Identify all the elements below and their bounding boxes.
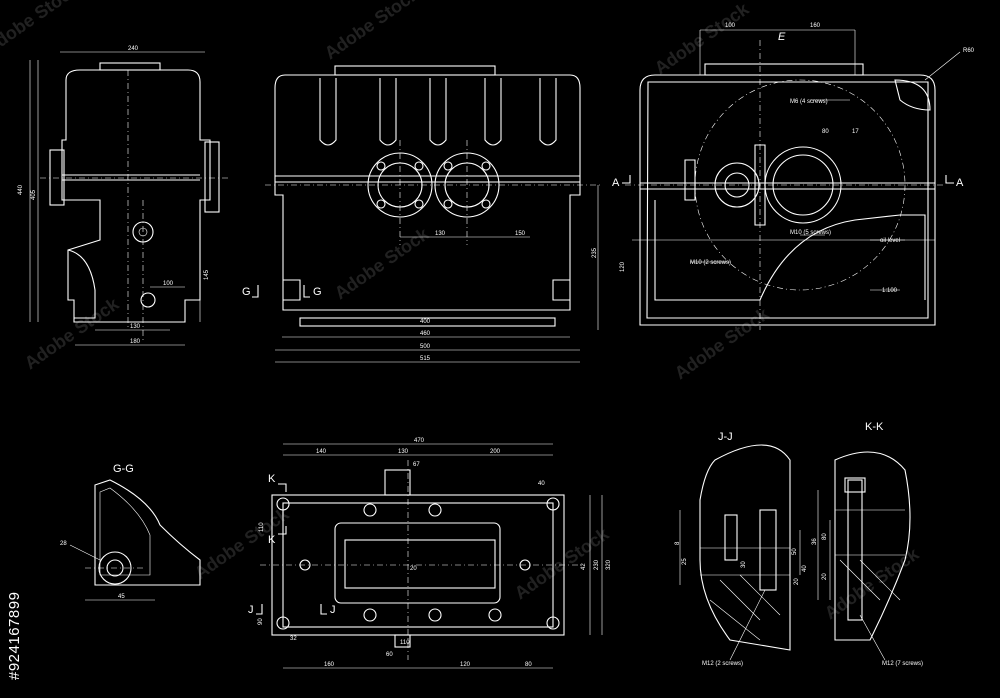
- svg-text:120: 120: [460, 662, 471, 668]
- svg-text:40: 40: [538, 481, 545, 487]
- svg-text:30: 30: [741, 561, 747, 568]
- svg-text:42: 42: [581, 563, 587, 570]
- svg-text:90: 90: [258, 618, 264, 625]
- svg-text:160: 160: [810, 23, 821, 29]
- section-mark-j-right: J: [330, 604, 336, 616]
- svg-text:120: 120: [620, 261, 626, 272]
- svg-text:20: 20: [794, 578, 800, 585]
- svg-text:100: 100: [725, 23, 736, 29]
- section-mark-a-right: A: [956, 177, 964, 189]
- svg-text:Adobe Stock: Adobe Stock: [671, 303, 773, 383]
- svg-text:45: 45: [118, 594, 125, 600]
- section-mark-k-top: K: [268, 473, 276, 485]
- svg-text:Adobe Stock: Adobe Stock: [331, 223, 433, 303]
- svg-text:28: 28: [60, 541, 67, 547]
- section-mark-g-left: G: [242, 286, 251, 298]
- front-view: 130 150 235 400 460 500 515 G G: [242, 65, 600, 363]
- svg-text:140: 140: [316, 449, 327, 455]
- svg-text:515: 515: [420, 356, 431, 362]
- side-dim-width: 240: [128, 46, 139, 52]
- gg-title: G-G: [113, 463, 134, 475]
- svg-text:50: 50: [792, 548, 798, 555]
- svg-text:130: 130: [398, 449, 409, 455]
- svg-text:440: 440: [18, 184, 24, 195]
- svg-text:20: 20: [822, 573, 828, 580]
- watermark-layer: Adobe Stock Adobe Stock Adobe Stock Adob…: [0, 0, 923, 623]
- svg-text:230: 230: [594, 559, 600, 570]
- svg-text:1:100: 1:100: [882, 288, 898, 294]
- svg-text:145: 145: [204, 269, 210, 280]
- svg-text:Adobe Stock: Adobe Stock: [651, 0, 753, 78]
- svg-text:80: 80: [525, 662, 532, 668]
- section-view-title: E: [778, 31, 786, 43]
- jj-section: J-J 8 25 30 50 40 20 M12 (2 screws): [675, 431, 808, 667]
- svg-text:60: 60: [386, 652, 393, 658]
- stock-id-label: #924167899: [6, 591, 23, 680]
- svg-text:180: 180: [130, 339, 141, 345]
- svg-text:200: 200: [490, 449, 501, 455]
- svg-text:400: 400: [420, 319, 431, 325]
- section-mark-k-bottom: K: [268, 534, 276, 546]
- svg-text:150: 150: [515, 231, 526, 237]
- svg-text:130: 130: [435, 231, 446, 237]
- svg-text:8: 8: [675, 541, 681, 545]
- svg-text:Adobe Stock: Adobe Stock: [0, 0, 83, 58]
- section-mark-j-left: J: [248, 604, 254, 616]
- svg-text:40: 40: [802, 565, 808, 572]
- svg-text:20: 20: [410, 566, 417, 572]
- svg-text:Adobe Stock: Adobe Stock: [191, 503, 293, 583]
- section-mark-a-left: A: [612, 177, 620, 189]
- svg-text:25: 25: [682, 558, 688, 565]
- svg-text:Adobe Stock: Adobe Stock: [21, 293, 123, 373]
- svg-text:460: 460: [420, 331, 431, 337]
- svg-text:405: 405: [31, 189, 37, 200]
- svg-text:130: 130: [130, 324, 141, 330]
- jj-title: J-J: [718, 431, 733, 443]
- svg-text:80: 80: [822, 533, 828, 540]
- svg-text:235: 235: [592, 247, 598, 258]
- gg-section: G-G 28 45: [60, 463, 201, 601]
- svg-text:80: 80: [822, 129, 829, 135]
- svg-text:M10 (2 screws): M10 (2 screws): [690, 260, 731, 266]
- svg-text:160: 160: [324, 662, 335, 668]
- svg-text:oil level: oil level: [880, 238, 900, 244]
- kk-title: K-K: [865, 421, 884, 433]
- svg-text:M6 (4 screws): M6 (4 screws): [790, 99, 828, 105]
- svg-text:320: 320: [606, 559, 612, 570]
- side-view: 240 440 405 145 100 130 180: [18, 46, 230, 346]
- svg-text:M10 (5 screws): M10 (5 screws): [790, 230, 831, 236]
- svg-text:500: 500: [420, 344, 431, 350]
- svg-text:470: 470: [414, 438, 425, 444]
- svg-text:R60: R60: [963, 48, 975, 54]
- svg-text:67: 67: [413, 462, 420, 468]
- kk-note: M12 (7 screws): [882, 661, 923, 667]
- svg-text:110: 110: [400, 640, 410, 646]
- jj-note: M12 (2 screws): [702, 661, 743, 667]
- svg-text:32: 32: [290, 636, 297, 642]
- svg-text:Adobe Stock: Adobe Stock: [321, 0, 423, 63]
- svg-text:36: 36: [812, 538, 818, 545]
- svg-text:110: 110: [259, 522, 265, 532]
- top-view: 470 140 130 200 67 40 110 20 42 230 320 …: [248, 438, 612, 669]
- svg-text:17: 17: [852, 129, 859, 135]
- section-view: E 100 160 R60 80 17 M6 (4 screws) M10 (5…: [612, 23, 975, 330]
- kk-section: K-K 36 80 20 M12 (7 screws): [812, 421, 923, 667]
- svg-text:100: 100: [163, 281, 174, 287]
- section-mark-g-right: G: [313, 286, 322, 298]
